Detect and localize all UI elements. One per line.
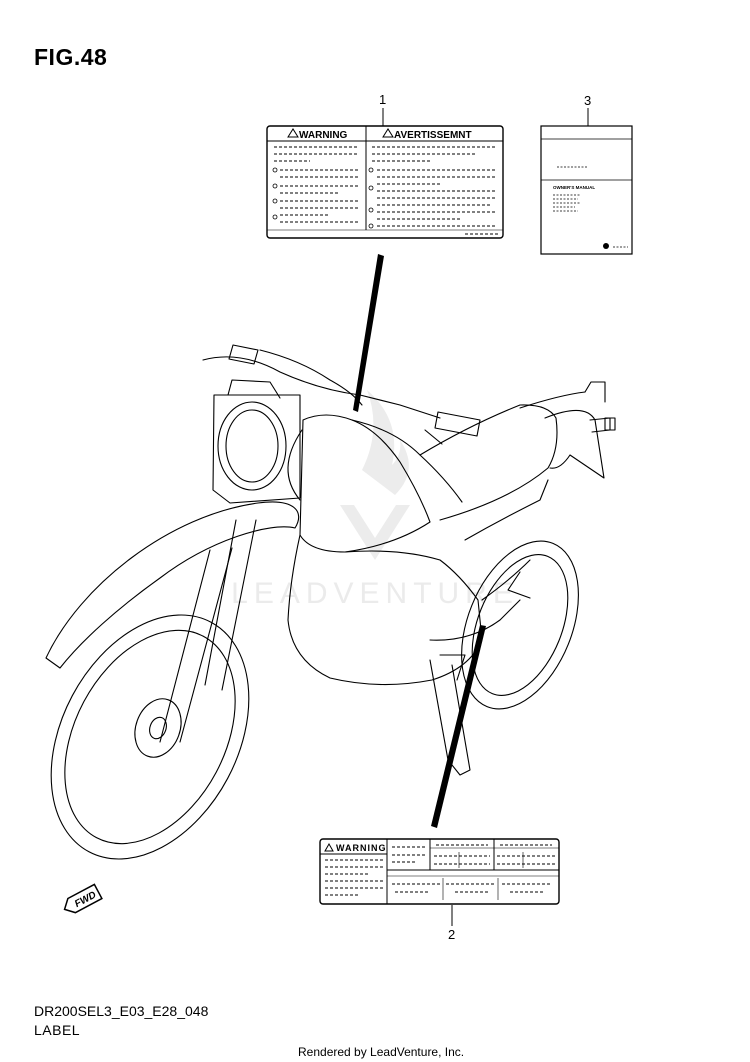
watermark-text: LEADVENTURE (231, 577, 519, 610)
watermark-logo (340, 390, 410, 560)
pointer-arrows (353, 254, 486, 828)
label1-right-heading: AVERTISSEMNT (394, 130, 472, 141)
warning-label-2[interactable]: WARNING (319, 838, 560, 905)
label2-heading: WARNING (336, 843, 387, 853)
model-code: DR200SEL3_E03_E28_048 (34, 1003, 209, 1019)
fwd-arrow-icon: FWD (63, 883, 103, 914)
callout-3[interactable]: 3 (584, 93, 592, 108)
callout-2[interactable]: 2 (448, 927, 456, 942)
section-name: LABEL (34, 1022, 81, 1038)
label3-heading: OWNER'S MANUAL (553, 185, 595, 190)
motorcycle-outline (45, 344, 616, 860)
owners-manual-label-3[interactable]: OWNER'S MANUAL (540, 125, 633, 255)
leader-lines (382, 108, 589, 926)
rendered-by: Rendered by LeadVenture, Inc. (298, 1045, 465, 1059)
label1-left-heading: WARNING (299, 130, 348, 141)
callout-1[interactable]: 1 (379, 92, 387, 107)
warning-label-1[interactable]: WARNING AVERTISSEMNT (266, 125, 504, 239)
figure-title: FIG.48 (34, 44, 108, 70)
